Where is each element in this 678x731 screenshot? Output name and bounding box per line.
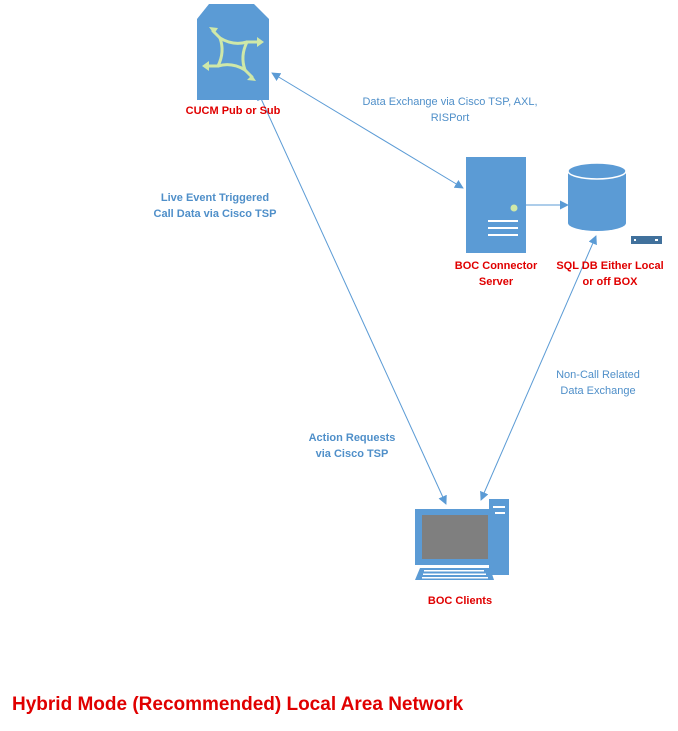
live-event-label-line1: Live Event Triggered	[160, 192, 270, 204]
diagram-title: Hybrid Mode (Recommended) Local Area Net…	[12, 694, 464, 715]
data-exchange-label-line1: Data Exchange via Cisco TSP, AXL,	[362, 96, 538, 108]
boc-clients-label: BOC Clients	[427, 595, 493, 607]
server-tower-icon	[466, 157, 526, 253]
server-blade-icon	[631, 236, 662, 244]
live-event-label-line2: Call Data via Cisco TSP	[153, 208, 277, 220]
database-cylinder-icon	[567, 162, 627, 231]
connector-cucm-server	[271, 72, 464, 189]
connector-db-clients	[480, 235, 597, 501]
boc-connector-label-line2: Server	[478, 276, 514, 288]
boc-connector-label-line1: BOC Connector	[454, 260, 538, 272]
action-requests-label: Action Requests via Cisco TSP	[292, 430, 412, 462]
data-exchange-label: Data Exchange via Cisco TSP, AXL, RISPor…	[340, 94, 560, 126]
boc-connector-label: BOC Connector Server	[436, 258, 556, 290]
sql-db-label-line2: or off BOX	[582, 276, 638, 288]
sql-db-label-line1: SQL DB Either Local	[556, 260, 664, 272]
non-call-label: Non-Call Related Data Exchange	[540, 367, 656, 399]
desktop-computer-icon	[415, 499, 509, 580]
cucm-label: CUCM Pub or Sub	[185, 105, 281, 117]
cucm-router-icon	[197, 4, 269, 100]
action-requests-label-line1: Action Requests	[308, 432, 396, 444]
sql-db-label: SQL DB Either Local or off BOX	[548, 258, 672, 290]
live-event-label: Live Event Triggered Call Data via Cisco…	[140, 190, 290, 222]
non-call-label-line1: Non-Call Related	[556, 369, 640, 381]
connector-cucm-clients	[257, 91, 447, 505]
data-exchange-label-line2: RISPort	[430, 112, 470, 124]
non-call-label-line2: Data Exchange	[560, 385, 636, 397]
action-requests-label-line2: via Cisco TSP	[315, 448, 389, 460]
